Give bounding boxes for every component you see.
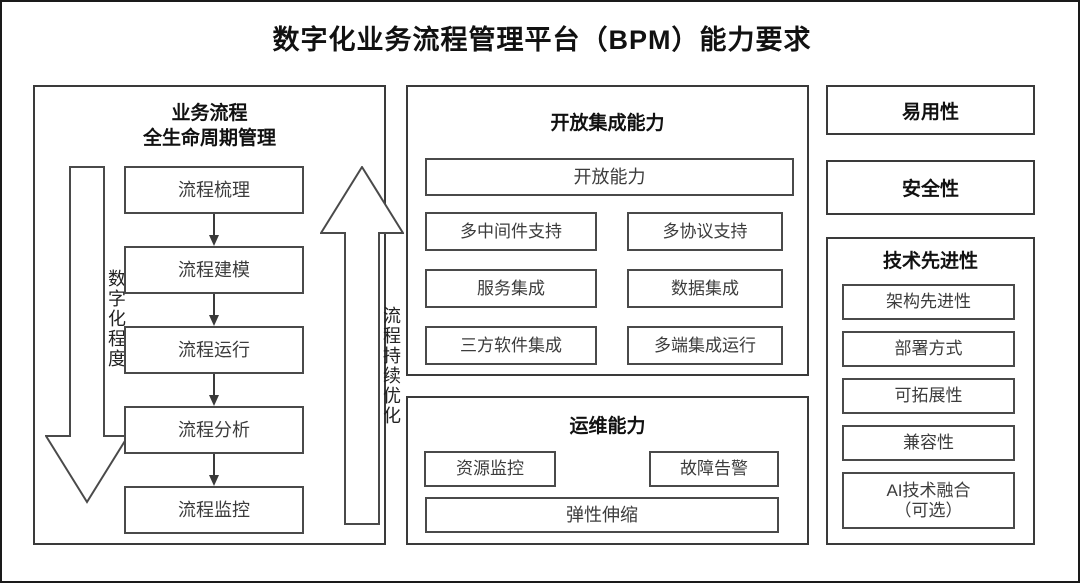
integration-item-open-capability[interactable]: 开放能力 [425, 158, 794, 196]
panel-operations: 运维能力 资源监控 故障告警 弹性伸缩 [406, 396, 809, 545]
integration-item-multi-terminal[interactable]: 多端集成运行 [627, 326, 783, 365]
integration-item-third-party-software[interactable]: 三方软件集成 [425, 326, 597, 365]
box-security[interactable]: 安全性 [826, 160, 1035, 215]
arrow-digitalization-degree: 数字化程度 [45, 166, 129, 504]
panel-operations-title: 运维能力 [569, 416, 646, 437]
connector-step-1-2 [207, 214, 221, 246]
page-title: 数字化业务流程管理平台（BPM）能力要求 [272, 25, 812, 55]
tech-item-architecture[interactable]: 架构先进性 [842, 284, 1015, 320]
panel-lifecycle: 业务流程 全生命周期管理 数字化程度 流程持续优化 流程梳理 流程建模 [33, 85, 404, 545]
integration-item-data-integration[interactable]: 数据集成 [627, 269, 783, 308]
integration-item-multi-protocol[interactable]: 多协议支持 [627, 212, 783, 251]
tech-item-ai-fusion-line1: AI技术融合 [886, 480, 971, 500]
lifecycle-step-1[interactable]: 流程梳理 [124, 166, 304, 214]
lifecycle-step-4[interactable]: 流程分析 [124, 406, 304, 454]
panel-lifecycle-title-line1: 业务流程 [171, 103, 248, 124]
connector-step-3-4 [207, 374, 221, 406]
ops-item-elastic-scaling[interactable]: 弹性伸缩 [425, 497, 779, 533]
ops-item-resource-monitoring[interactable]: 资源监控 [424, 451, 556, 487]
lifecycle-step-2[interactable]: 流程建模 [124, 246, 304, 294]
arrow-continuous-optimization-label: 流程持续优化 [381, 306, 401, 426]
integration-item-multi-middleware[interactable]: 多中间件支持 [425, 212, 597, 251]
tech-item-extensibility[interactable]: 可拓展性 [842, 378, 1015, 414]
lifecycle-step-3[interactable]: 流程运行 [124, 326, 304, 374]
panel-lifecycle-title-line2: 全生命周期管理 [142, 128, 276, 149]
connector-step-2-3 [207, 294, 221, 326]
panel-tech-advancement: 技术先进性 架构先进性 部署方式 可拓展性 兼容性 AI技术融合 （可选） [826, 237, 1035, 545]
ops-item-fault-alarm[interactable]: 故障告警 [649, 451, 779, 487]
panel-tech-advancement-title: 技术先进性 [882, 251, 978, 272]
panel-open-integration: 开放集成能力 开放能力 多中间件支持 多协议支持 服务集成 数据集成 三方软件集… [406, 85, 809, 376]
connector-step-4-5 [207, 454, 221, 486]
box-usability[interactable]: 易用性 [826, 85, 1035, 135]
arrow-digitalization-degree-label: 数字化程度 [106, 269, 126, 369]
tech-item-compatibility[interactable]: 兼容性 [842, 425, 1015, 461]
panel-open-integration-title: 开放集成能力 [550, 113, 665, 134]
integration-item-service-integration[interactable]: 服务集成 [425, 269, 597, 308]
arrow-continuous-optimization: 流程持续优化 [320, 166, 404, 526]
tech-item-ai-fusion[interactable]: AI技术融合 （可选） [842, 472, 1015, 529]
tech-item-deployment[interactable]: 部署方式 [842, 331, 1015, 367]
tech-item-ai-fusion-line2: （可选） [894, 500, 963, 520]
lifecycle-step-5[interactable]: 流程监控 [124, 486, 304, 534]
